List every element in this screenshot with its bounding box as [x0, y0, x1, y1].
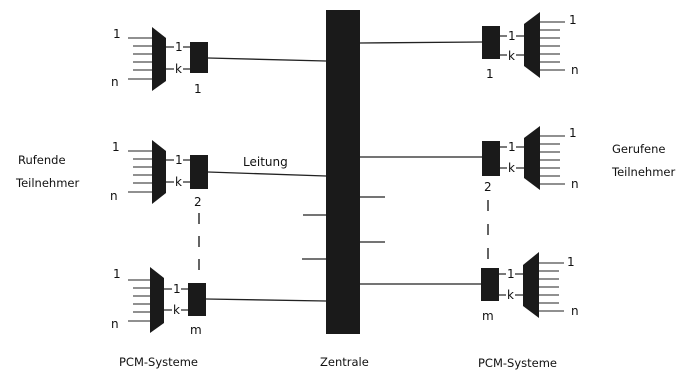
- channel-label-first: 1: [507, 267, 515, 281]
- left-unit-label-2: 2: [194, 195, 202, 209]
- channel-label-last: k: [173, 303, 180, 317]
- right-pcm-unit-1: 1 1 k 1 n: [359, 12, 579, 81]
- left-unit-label-1: 1: [194, 82, 202, 96]
- calling-subscribers-label-line2: Teilnehmer: [15, 176, 79, 190]
- input-label-last: n: [110, 189, 118, 203]
- right-unit-label-1: 1: [486, 67, 494, 81]
- channel-label-first: 1: [175, 40, 183, 54]
- right-unit-box-2: [482, 141, 500, 176]
- input-label-last: n: [111, 317, 119, 331]
- left-input-lines-1: [128, 37, 152, 80]
- central-stubs: [302, 196, 385, 260]
- channel-label-first: 1: [508, 140, 516, 154]
- left-unit-box-1: [190, 42, 208, 73]
- left-pcm-systems-caption: PCM-Systeme: [119, 355, 198, 369]
- right-unit-box-1: [482, 26, 500, 59]
- left-pcm-unit-m: 1 n 1 k m: [111, 267, 327, 337]
- input-label-first: 1: [113, 27, 121, 41]
- left-pcm-unit-2: 1 n 1 k 2 Leitung: [110, 140, 327, 209]
- input-label-first: 1: [112, 140, 120, 154]
- right-mux-2: [524, 126, 540, 190]
- right-link-1: [359, 41, 483, 44]
- called-subscribers-label-line1: Gerufene: [612, 142, 666, 156]
- input-label-last: n: [571, 63, 579, 77]
- channel-label-last: k: [175, 62, 182, 76]
- input-label-last: n: [571, 177, 579, 191]
- left-unit-label-m: m: [190, 323, 202, 337]
- central-switch-bar: [326, 10, 360, 334]
- left-link-1: [207, 57, 327, 62]
- right-mux-1: [524, 12, 540, 78]
- input-label-first: 1: [569, 126, 577, 140]
- left-pcm-unit-1: 1 n 1 k 1: [111, 27, 327, 96]
- channel-label-first: 1: [175, 153, 183, 167]
- right-unit-label-m: m: [482, 309, 494, 323]
- right-unit-label-2: 2: [484, 180, 492, 194]
- channel-label-first: 1: [173, 282, 181, 296]
- right-unit-box-m: [481, 268, 499, 301]
- left-unit-box-2: [190, 155, 208, 189]
- left-mux-m: [150, 267, 164, 333]
- left-mux-2: [152, 140, 166, 204]
- channel-label-last: k: [507, 288, 514, 302]
- input-label-first: 1: [569, 13, 577, 27]
- line-label: Leitung: [243, 155, 288, 169]
- left-link-2: [207, 171, 327, 177]
- central-office-caption: Zentrale: [320, 355, 369, 369]
- calling-subscribers-label-line1: Rufende: [18, 153, 66, 167]
- right-mux-m: [523, 252, 539, 318]
- right-pcm-systems-caption: PCM-Systeme: [478, 356, 557, 370]
- left-unit-box-m: [188, 283, 206, 316]
- right-pcm-unit-2: 2 1 k 1 n: [360, 126, 579, 194]
- channel-label-last: k: [175, 175, 182, 189]
- right-pcm-unit-m: m 1 k 1 n: [360, 252, 579, 323]
- channel-label-last: k: [508, 49, 515, 63]
- input-label-first: 1: [113, 267, 121, 281]
- channel-label-first: 1: [508, 29, 516, 43]
- input-label-last: n: [571, 304, 579, 318]
- left-mux-1: [152, 27, 166, 91]
- input-label-first: 1: [567, 255, 575, 269]
- called-subscribers-label-line2: Teilnehmer: [611, 165, 675, 179]
- input-label-last: n: [111, 75, 119, 89]
- left-link-m: [205, 298, 327, 302]
- channel-label-last: k: [508, 161, 515, 175]
